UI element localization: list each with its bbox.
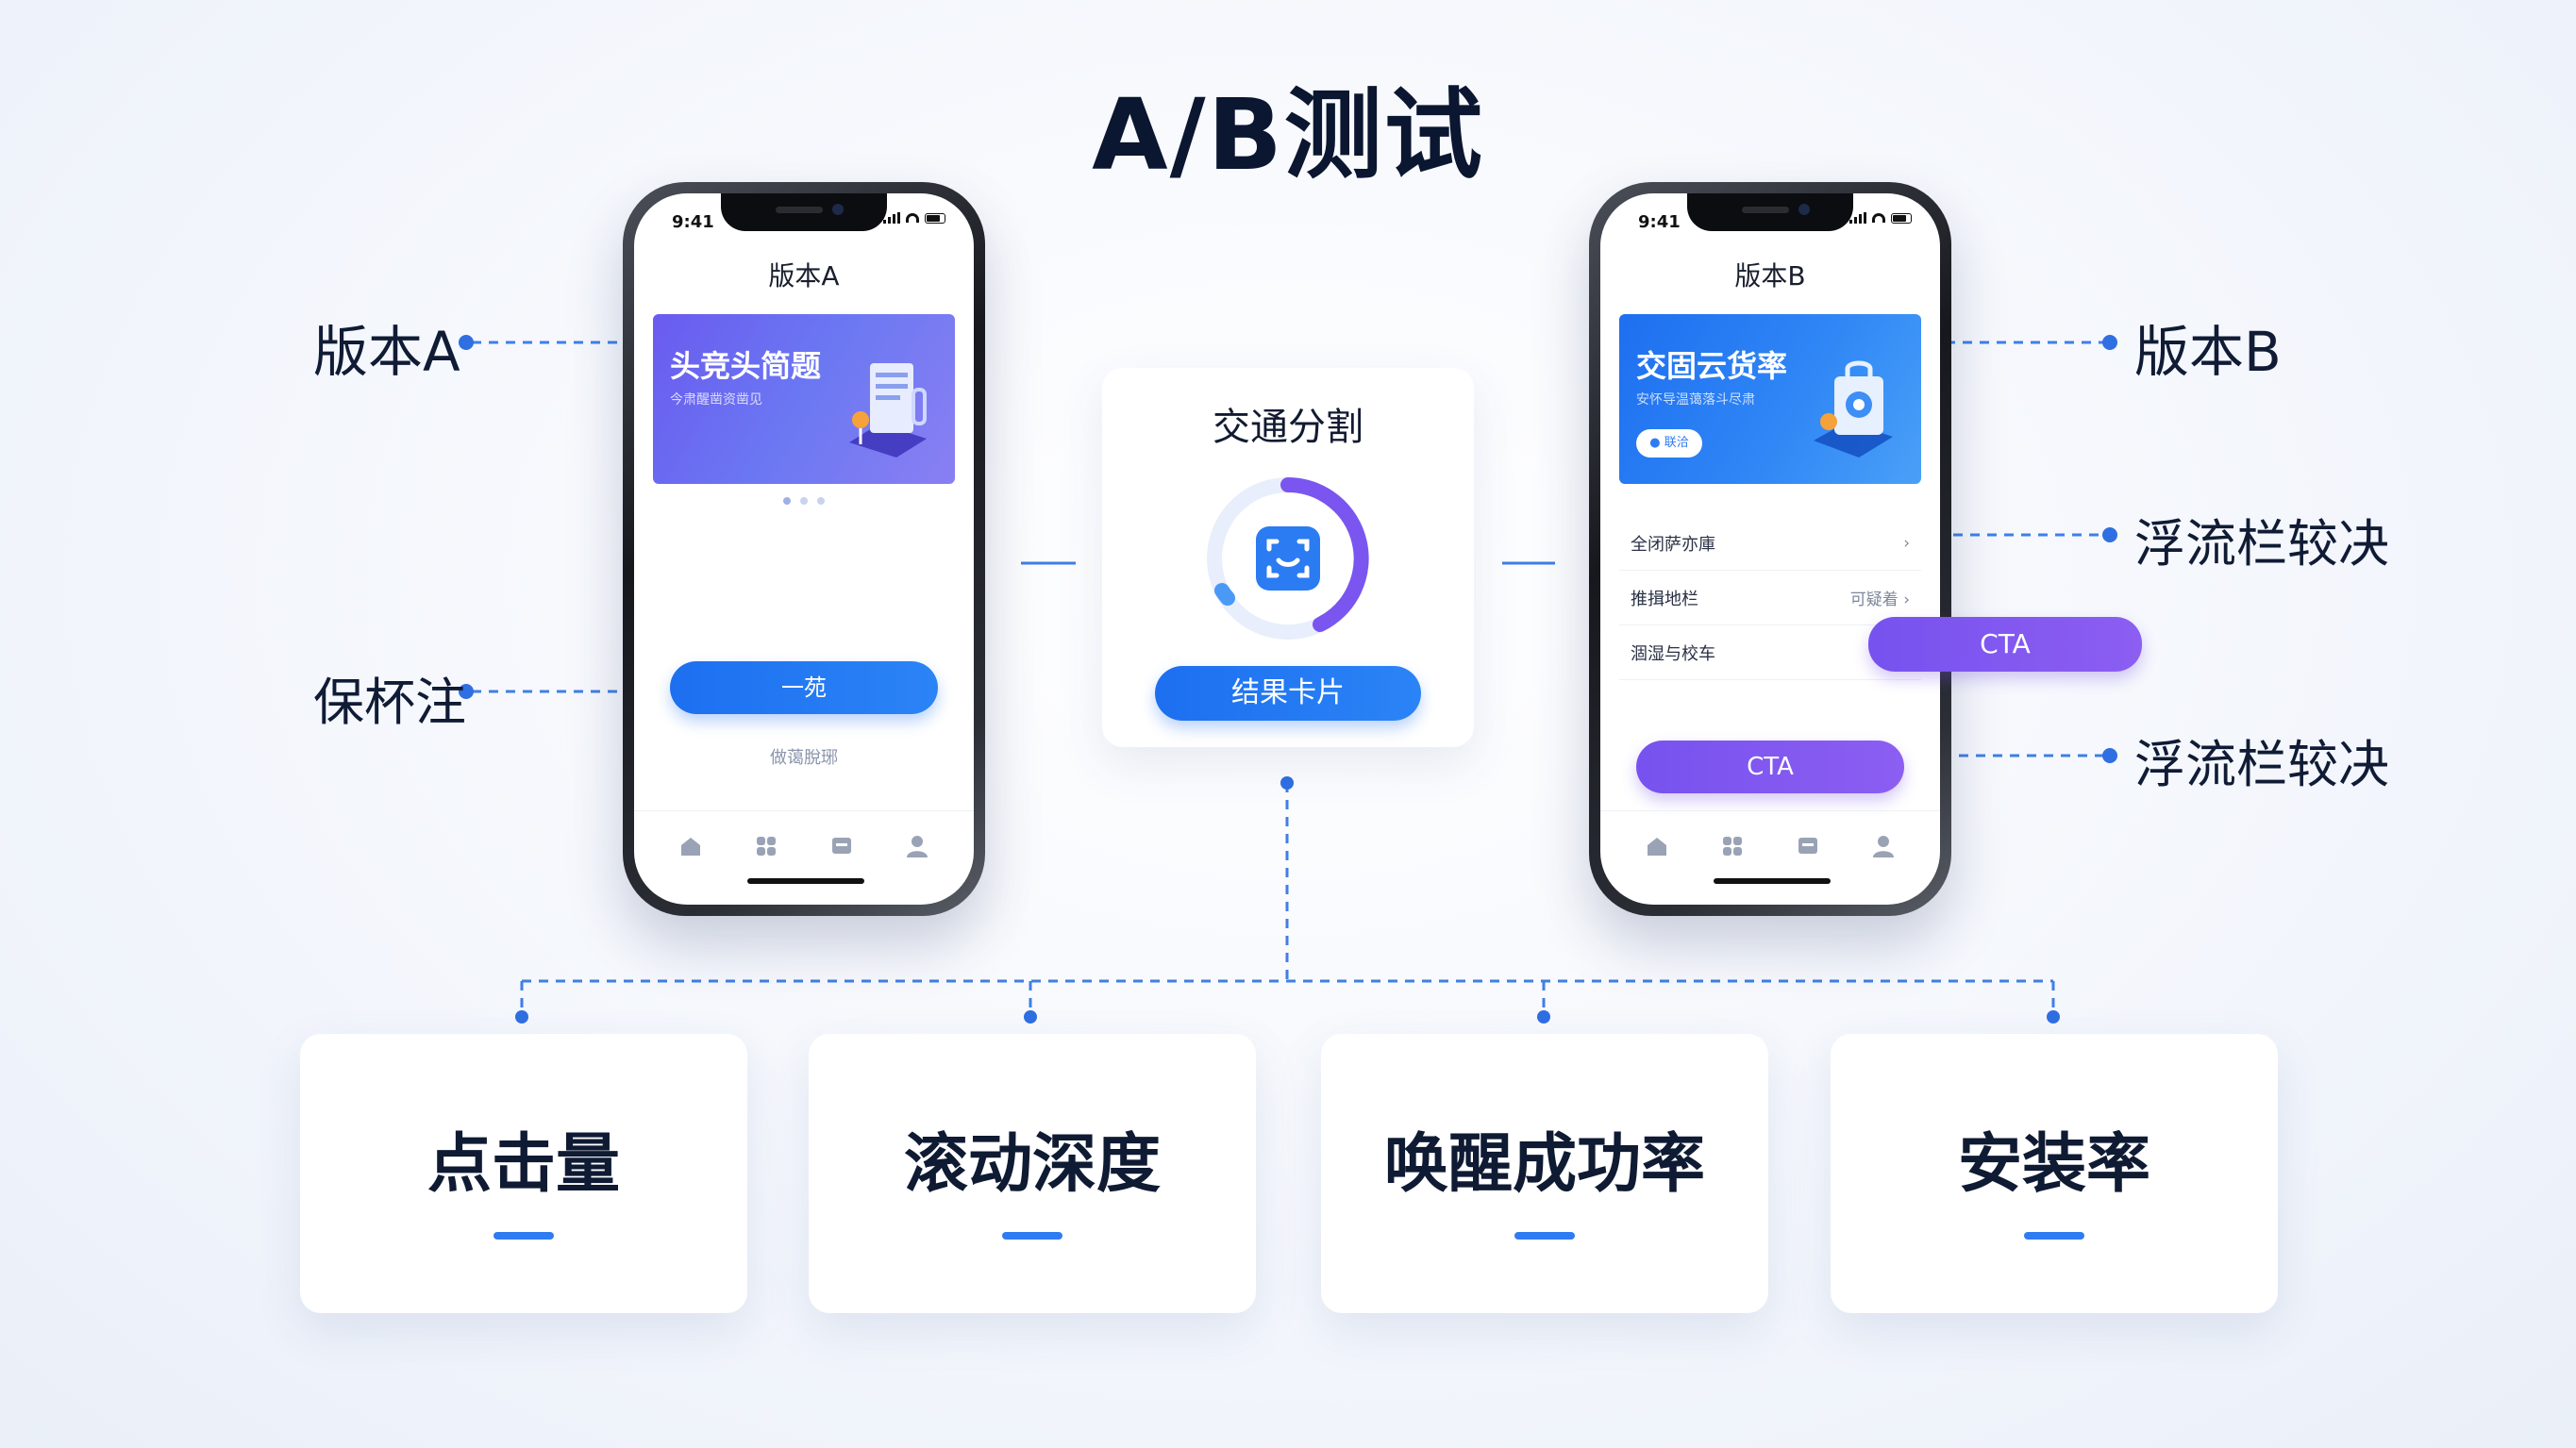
profile-icon[interactable] xyxy=(905,834,929,858)
home-icon[interactable] xyxy=(1645,834,1669,858)
chevron-right-icon: › xyxy=(1903,533,1910,553)
tab-bar xyxy=(1600,810,1940,905)
traffic-split-card: 交通分割 结果卡片 xyxy=(1102,368,1474,747)
metric-accent-bar xyxy=(1002,1232,1062,1240)
screen-title: 版本B xyxy=(1734,260,1806,291)
metric-card-clicks: 点击量 xyxy=(300,1034,747,1313)
phone-b-screen: 9:41 版本B 交固云货率 安怀导温蔼落斗尽肃 ● 联洽 全闭萨亦庫 › xyxy=(1600,193,1940,905)
split-title: 交通分割 xyxy=(1213,406,1363,449)
metric-label: 滚动深度 xyxy=(903,1127,1161,1202)
row-label: 涸湿与校车 xyxy=(1631,643,1715,664)
profile-icon[interactable] xyxy=(1871,834,1896,858)
metric-accent-bar xyxy=(2024,1232,2084,1240)
banner-a[interactable]: 头竞头简题 今肃醒凿资凿见 xyxy=(653,314,955,484)
status-time: 9:41 xyxy=(1638,212,1681,232)
primary-button-a[interactable]: 一苑 xyxy=(670,661,938,714)
metric-label: 安装率 xyxy=(1957,1127,2150,1202)
label-version-a: 版本A xyxy=(313,320,460,384)
battery-icon xyxy=(1891,212,1912,224)
status-time: 9:41 xyxy=(672,212,714,232)
document-illustration-icon xyxy=(849,363,927,458)
message-icon[interactable] xyxy=(1796,834,1820,858)
metric-card-install-rate: 安装率 xyxy=(1831,1034,2278,1313)
grid-icon[interactable] xyxy=(754,834,778,858)
home-indicator xyxy=(1714,878,1831,884)
metric-label: 唤醒成功率 xyxy=(1383,1127,1705,1202)
status-icons xyxy=(883,212,945,224)
floating-cta-button[interactable]: CTA xyxy=(1868,617,2142,672)
metric-card-scroll-depth: 滚动深度 xyxy=(809,1034,1256,1313)
status-icons xyxy=(1849,212,1912,224)
list-row[interactable]: 涸湿与校车 xyxy=(1619,625,1921,680)
message-icon[interactable] xyxy=(829,834,854,858)
result-card-button[interactable]: 结果卡片 xyxy=(1155,666,1421,721)
banner-b[interactable]: 交固云货率 安怀导温蔼落斗尽肃 ● 联洽 xyxy=(1619,314,1921,484)
phone-version-a: 9:41 版本A 头竞头简题 今肃醒凿资凿见 一苑 做蔼脫琊 xyxy=(623,182,985,916)
list-row[interactable]: 全闭萨亦庫 › xyxy=(1619,516,1921,571)
phone-notch xyxy=(721,193,887,231)
tab-bar xyxy=(634,810,974,905)
phone-version-b: 9:41 版本B 交固云货率 安怀导温蔼落斗尽肃 ● 联洽 全闭萨亦庫 › xyxy=(1589,182,1951,916)
metric-accent-bar xyxy=(1514,1232,1575,1240)
metric-accent-bar xyxy=(493,1232,554,1240)
label-float-2: 浮流栏较决 xyxy=(2134,735,2389,794)
label-retain: 保杯注 xyxy=(313,673,466,732)
metric-label: 点击量 xyxy=(427,1127,620,1202)
wifi-icon xyxy=(1872,213,1885,223)
cta-button-b[interactable]: CTA xyxy=(1636,741,1904,793)
home-indicator xyxy=(747,878,864,884)
label-version-b: 版本B xyxy=(2134,320,2282,384)
banner-title: 头竞头简题 xyxy=(670,348,822,384)
metric-card-wake-success: 唤醒成功率 xyxy=(1321,1034,1768,1313)
phone-a-screen: 9:41 版本A 头竞头简题 今肃醒凿资凿见 一苑 做蔼脫琊 xyxy=(634,193,974,905)
bag-illustration-icon xyxy=(1814,360,1893,458)
secondary-link[interactable]: 做蔼脫琊 xyxy=(770,748,838,768)
row-label: 推揖地栏 xyxy=(1631,589,1698,609)
label-float-1: 浮流栏较决 xyxy=(2134,514,2389,574)
battery-icon xyxy=(925,212,945,224)
phone-notch xyxy=(1687,193,1853,231)
wifi-icon xyxy=(906,213,919,223)
banner-subtitle: 今肃醒凿资凿见 xyxy=(670,392,762,408)
signal-icon xyxy=(1849,212,1866,224)
scan-icon xyxy=(1266,539,1310,578)
home-icon[interactable] xyxy=(678,834,703,858)
carousel-dots[interactable] xyxy=(634,497,974,505)
banner-title: 交固云货率 xyxy=(1636,348,1788,384)
row-label: 全闭萨亦庫 xyxy=(1631,534,1715,555)
screen-title: 版本A xyxy=(768,260,840,291)
banner-subtitle: 安怀导温蔼落斗尽肃 xyxy=(1636,392,1755,408)
signal-icon xyxy=(883,212,900,224)
banner-pill-button[interactable]: ● 联洽 xyxy=(1636,429,1702,458)
row-value: 可疑着 › xyxy=(1849,591,1910,609)
grid-icon[interactable] xyxy=(1720,834,1745,858)
page-title: A/B测试 xyxy=(1092,77,1484,192)
split-ring-chart xyxy=(1207,477,1369,640)
list-row[interactable]: 推揖地栏 可疑着 › xyxy=(1619,571,1921,625)
